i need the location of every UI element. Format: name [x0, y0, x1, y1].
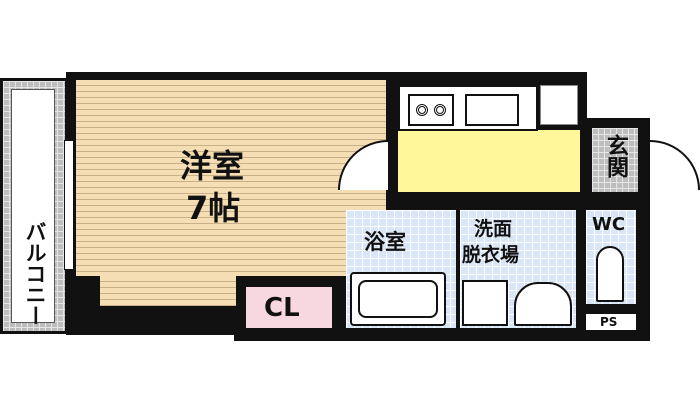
washroom-label-1: 洗面 [474, 218, 513, 240]
bathroom: 浴室 [346, 210, 456, 328]
washbasin-icon [514, 282, 572, 326]
toilet-room: WC [586, 210, 636, 304]
pipe-space-label: PS [600, 315, 618, 329]
bathroom-label: 浴室 [364, 230, 406, 254]
toilet-label: WC [592, 214, 626, 235]
closet: CL [246, 284, 332, 328]
bathtub-icon [350, 272, 446, 326]
toilet-icon [596, 246, 624, 302]
stove-icon [408, 94, 454, 126]
western-room-label: 洋室 [180, 147, 245, 185]
closet-label: CL [264, 293, 300, 323]
western-room-size: 7帖 [186, 189, 241, 227]
entrance: 玄関 [592, 128, 638, 192]
pipe-space: PS [586, 314, 636, 330]
washing-machine-icon [462, 280, 508, 326]
kitchen-floor [398, 130, 580, 192]
balcony: バルコニー [0, 78, 68, 334]
sink-icon [465, 94, 519, 126]
entrance-label: 玄関 [603, 134, 628, 178]
washroom: 洗面 脱衣場 [460, 210, 576, 328]
balcony-label: バルコニー [23, 221, 47, 326]
washroom-label-2: 脱衣場 [462, 244, 520, 266]
western-room [76, 80, 386, 276]
refrigerator-space [540, 85, 578, 125]
